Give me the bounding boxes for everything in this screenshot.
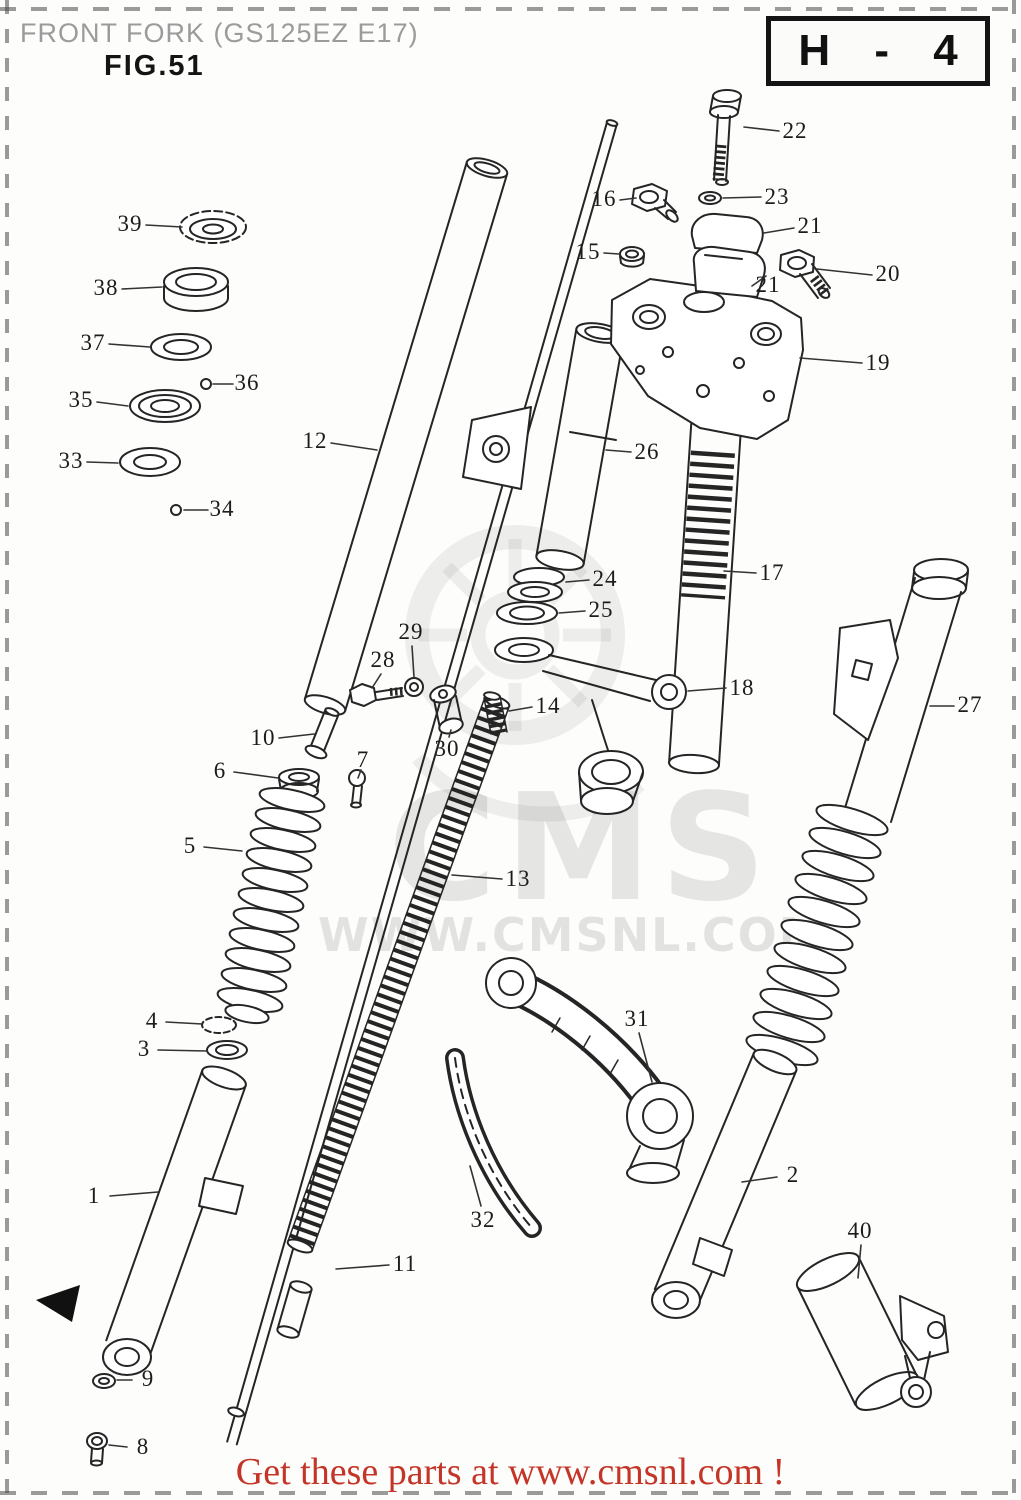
part-callout-10[interactable]: 10 — [250, 725, 276, 750]
part-callout-35[interactable]: 35 — [68, 387, 94, 412]
figure-label: FIG.51 — [104, 50, 205, 82]
part-callout-34[interactable]: 34 — [209, 496, 235, 521]
footer-text: Get these parts at www.cmsnl.com ! — [235, 1451, 786, 1493]
part-callout-7[interactable]: 7 — [356, 747, 370, 772]
top-fasteners — [619, 89, 831, 299]
part-callout-11[interactable]: 11 — [392, 1251, 418, 1276]
part-callout-38[interactable]: 38 — [93, 275, 119, 300]
part-callout-8[interactable]: 8 — [136, 1434, 150, 1459]
part-callout-30[interactable]: 30 — [434, 736, 460, 761]
part-callout-26[interactable]: 26 — [634, 439, 660, 464]
grid-reference: H - 4 — [798, 26, 974, 75]
part-callout-13[interactable]: 13 — [505, 866, 531, 891]
part-callout-20[interactable]: 20 — [875, 261, 901, 286]
part-10-6-rod-collar — [278, 707, 340, 800]
part-1-lower-leg-left — [102, 1065, 247, 1376]
part-callout-14[interactable]: 14 — [535, 693, 561, 718]
part-callout-33[interactable]: 33 — [58, 448, 84, 473]
part-14-ribbed-bush — [483, 691, 508, 735]
part-callout-1[interactable]: 1 — [87, 1183, 101, 1208]
part-13-fork-spring — [286, 694, 511, 1254]
part-40-bracket-piece — [795, 1252, 949, 1411]
part-callout-19[interactable]: 19 — [865, 350, 891, 375]
part-callout-22[interactable]: 22 — [782, 118, 808, 143]
part-callout-31[interactable]: 31 — [624, 1006, 650, 1031]
part-5-dust-boot — [216, 787, 326, 1025]
part-callout-27[interactable]: 27 — [957, 692, 983, 717]
part-callout-18[interactable]: 18 — [729, 675, 755, 700]
part-callout-24[interactable]: 24 — [592, 566, 618, 591]
part-32-guard-strip — [445, 1048, 542, 1238]
part-21-handlebar-holders — [690, 212, 766, 298]
page-title: FRONT FORK (GS125EZ E17) — [20, 18, 419, 48]
part-11-damper-rod — [226, 119, 619, 1446]
part-callout-39[interactable]: 39 — [117, 211, 143, 236]
part-callout-21[interactable]: 21 — [797, 213, 823, 238]
part-callout-21[interactable]: 21 — [755, 272, 781, 297]
part-callout-36[interactable]: 36 — [234, 370, 260, 395]
part-callout-2[interactable]: 2 — [786, 1162, 800, 1187]
part-callout-40[interactable]: 40 — [847, 1218, 873, 1243]
part-callout-15[interactable]: 15 — [575, 239, 601, 264]
grid-reference-box: H - 4 — [766, 16, 990, 86]
part-callout-17[interactable]: 17 — [759, 560, 785, 585]
part-24-25-bearing-races — [496, 567, 565, 625]
part-7-bolt — [348, 769, 366, 809]
part-26-steering-stem — [462, 322, 625, 571]
part-31-torque-arm — [485, 957, 694, 1184]
part-callout-16[interactable]: 16 — [591, 186, 617, 211]
part-callout-23[interactable]: 23 — [764, 184, 790, 209]
steering-bearing-parts — [119, 210, 247, 516]
right-fork-leg-assembly — [651, 558, 969, 1319]
part-callout-37[interactable]: 37 — [80, 330, 106, 355]
part-28-29-30-clamp-hardware — [349, 677, 464, 735]
part-19-upper-bracket — [610, 278, 804, 440]
part-9-8-washer-bolt — [86, 1373, 116, 1467]
part-callout-6[interactable]: 6 — [213, 758, 227, 783]
part-callout-25[interactable]: 25 — [588, 597, 614, 622]
part-callout-5[interactable]: 5 — [183, 833, 197, 858]
part-callout-4[interactable]: 4 — [145, 1008, 159, 1033]
part-callout-32[interactable]: 32 — [470, 1207, 496, 1232]
callout-leader-lines — [86, 126, 955, 1448]
part-4-3-clip-ring — [201, 1016, 248, 1060]
part-callout-9[interactable]: 9 — [141, 1366, 155, 1391]
part-18-lower-bracket — [494, 637, 687, 815]
part-callout-29[interactable]: 29 — [398, 619, 424, 644]
part-callout-3[interactable]: 3 — [137, 1036, 151, 1061]
film-marker-icon — [36, 1285, 80, 1322]
part-callout-28[interactable]: 28 — [370, 647, 396, 672]
part-callout-12[interactable]: 12 — [302, 428, 328, 453]
